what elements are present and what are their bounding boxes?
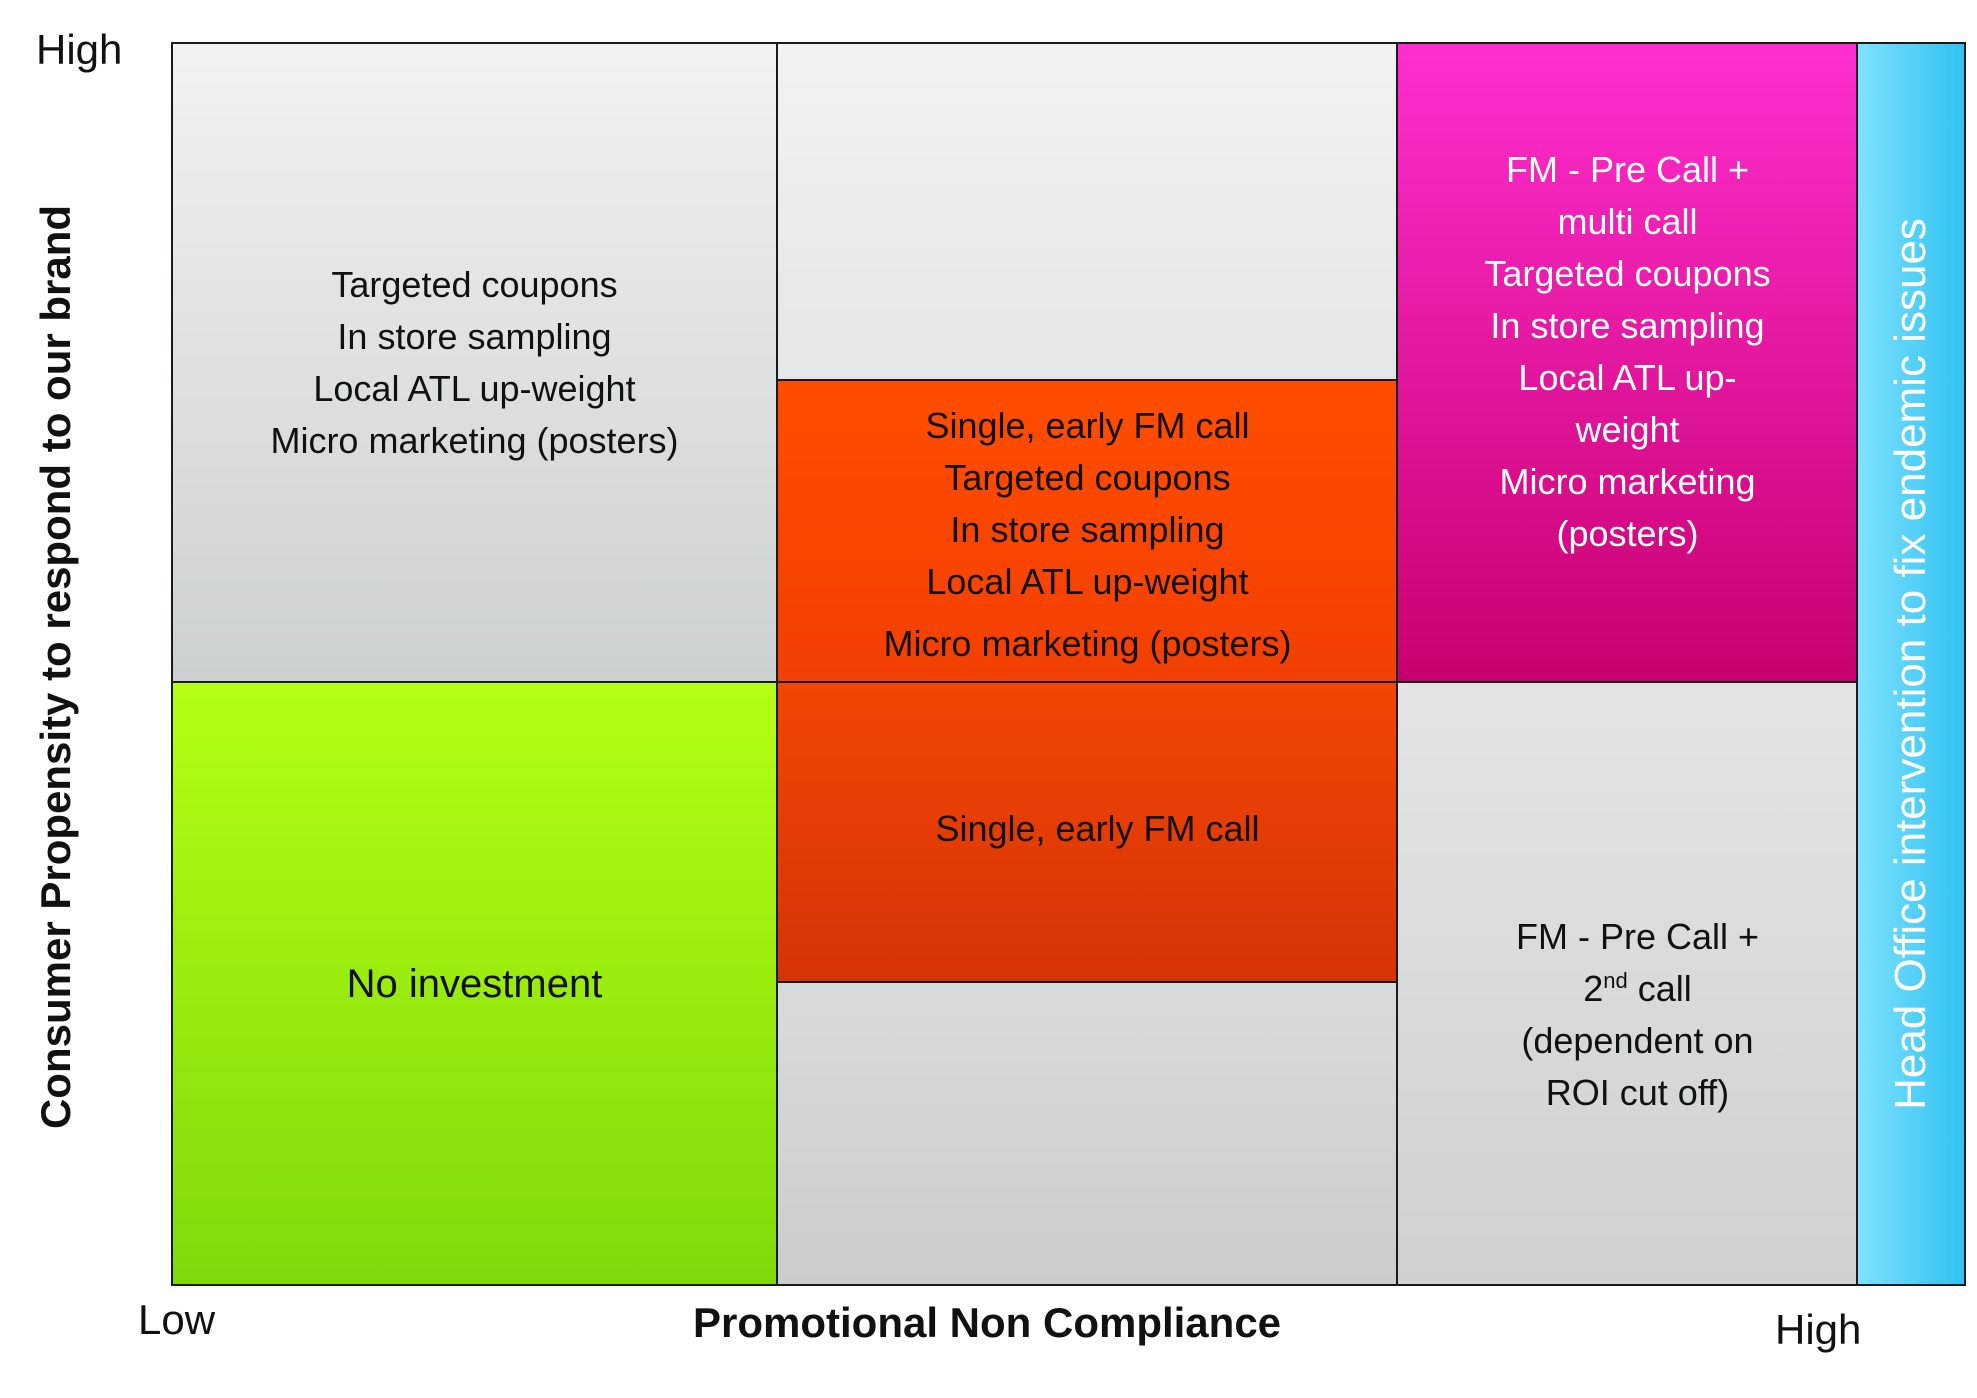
cell-top-right-text: FM - Pre Call + multi call Targeted coup… xyxy=(1484,144,1770,560)
text-line: (dependent on xyxy=(1521,1020,1754,1061)
text-line: Targeted coupons xyxy=(1484,253,1771,294)
text-line: (posters) xyxy=(1556,513,1699,554)
y-axis-high-label: High xyxy=(36,26,123,73)
cell-bottom-middle xyxy=(776,981,1399,1286)
x-axis-high-label: High xyxy=(1775,1306,1862,1353)
x-axis-low-label: Low xyxy=(138,1296,216,1343)
cell-top-left-text: Targeted coupons In store sampling Local… xyxy=(270,259,678,467)
text-line: Single, early FM call xyxy=(935,808,1260,849)
text-line: Local ATL up- xyxy=(1518,357,1737,398)
cell-bottom-left-text: No investment xyxy=(347,958,603,1010)
text-line: Local ATL up-weight xyxy=(313,368,636,409)
text-line: Targeted coupons xyxy=(331,264,618,305)
text-line: Micro marketing xyxy=(1499,461,1756,502)
y-axis-title: Consumer Propensity to respond to our br… xyxy=(32,204,79,1130)
text-line: Micro marketing (posters) xyxy=(270,420,679,461)
text-line: 2nd call xyxy=(1516,963,1759,1015)
cell-top-middle xyxy=(776,42,1399,382)
text-line: multi call xyxy=(1557,201,1698,242)
cell-center-upper-text: Single, early FM call Targeted coupons I… xyxy=(883,394,1291,670)
text-line: In store sampling xyxy=(337,316,612,357)
cell-center-lower: Single, early FM call xyxy=(776,681,1399,984)
text-line: weight xyxy=(1575,409,1680,450)
text-line: In store sampling xyxy=(950,508,1225,550)
text-line: Local ATL up-weight xyxy=(926,560,1249,602)
text-line: FM - Pre Call + xyxy=(1515,916,1760,957)
text-line: FM - Pre Call + xyxy=(1505,149,1750,190)
text-line: No investment xyxy=(346,961,603,1006)
cell-center-lower-text: Single, early FM call xyxy=(915,803,1259,855)
text-line: In store sampling xyxy=(1490,305,1765,346)
cell-bottom-left: No investment xyxy=(171,681,778,1286)
text-line: ROI cut off) xyxy=(1545,1072,1730,1113)
cell-bottom-right-text: FM - Pre Call + 2nd call (dependent on R… xyxy=(1496,911,1759,1119)
text-line: Single, early FM call xyxy=(925,404,1250,446)
text-fragment: 2 xyxy=(1583,968,1604,1009)
head-office-band-text: Head Office intervention to fix endemic … xyxy=(1886,218,1935,1110)
text-line: Micro marketing (posters) xyxy=(883,622,1292,664)
text-fragment: call xyxy=(1627,968,1692,1009)
cell-top-right: FM - Pre Call + multi call Targeted coup… xyxy=(1396,42,1859,684)
x-axis-title: Promotional Non Compliance xyxy=(693,1299,1282,1346)
cell-bottom-right: FM - Pre Call + 2nd call (dependent on R… xyxy=(1396,681,1859,1286)
cell-top-left: Targeted coupons In store sampling Local… xyxy=(171,42,778,684)
cell-center-upper: Single, early FM call Targeted coupons I… xyxy=(776,379,1399,684)
superscript: nd xyxy=(1603,968,1628,993)
head-office-band: Head Office intervention to fix endemic … xyxy=(1856,42,1966,1286)
text-line: Targeted coupons xyxy=(944,456,1231,498)
